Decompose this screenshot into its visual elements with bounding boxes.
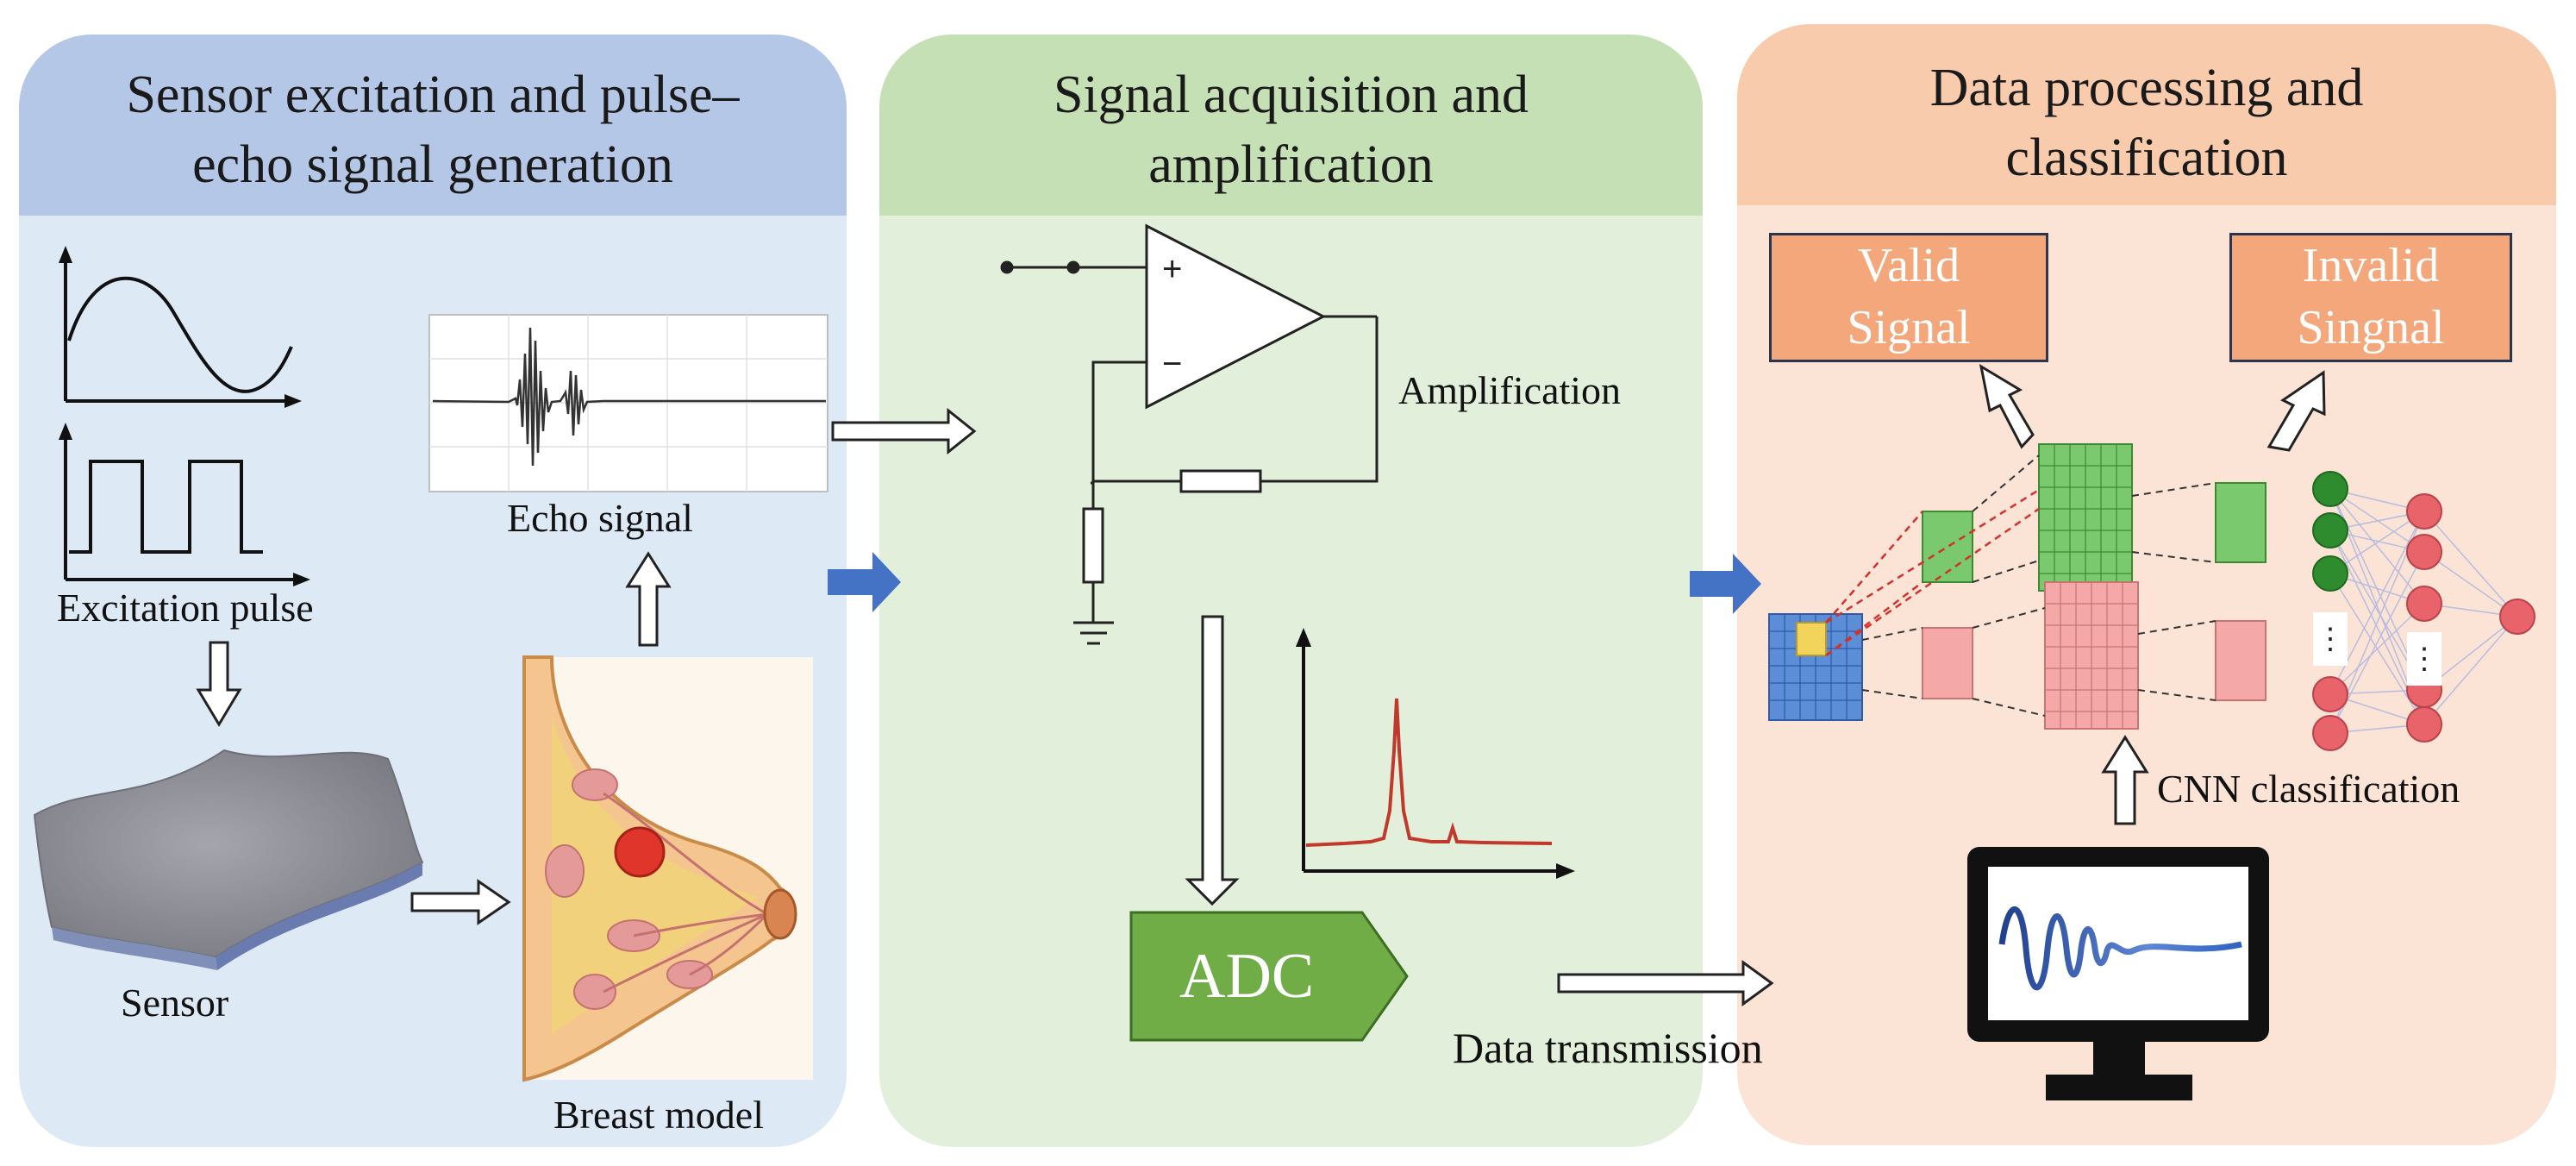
peak-signal-plot — [1296, 628, 1575, 879]
panel-processing-title-line2: classification — [2005, 128, 2288, 187]
opamp-plus-sign: + — [1162, 250, 1182, 288]
adc-label: ADC — [1179, 941, 1315, 1012]
echo-signal-plot — [428, 314, 828, 492]
panel-processing-title: Data processing and classification — [1746, 53, 2548, 192]
arrow-to-invalid — [2267, 370, 2326, 452]
arrow-sensor-to-breast — [410, 879, 511, 925]
nn-ellipsis-2: ⋮ — [2410, 643, 2439, 675]
panel-acquisition-title-line2: amplification — [1148, 135, 1434, 194]
arrow-echo-to-amp — [831, 407, 977, 455]
echo-signal-label: Echo signal — [507, 496, 693, 540]
opamp-circuit — [1000, 223, 1379, 645]
excitation-pulse-plot — [59, 423, 310, 586]
flow-arrow-1 — [828, 552, 901, 612]
flow-arrow-2 — [1690, 554, 1761, 614]
panel-acquisition-title: Signal acquisition and amplification — [888, 60, 1694, 199]
panel-acquisition-title-line1: Signal acquisition and — [1053, 66, 1529, 124]
panel-excitation-header — [19, 34, 847, 216]
invalid-signal-line1: Invalid — [2302, 239, 2440, 292]
arrow-breast-to-echo — [625, 551, 672, 647]
invalid-signal-box: Invalid Singnal — [2229, 233, 2512, 362]
monitor-icon — [1967, 847, 2269, 1100]
adc-block — [1129, 911, 1409, 1042]
valid-signal-line2: Signal — [1847, 300, 1971, 354]
arrow-down-to-sensor — [196, 641, 242, 727]
tumor-mark — [614, 826, 666, 878]
valid-signal-line1: Valid — [1857, 239, 1960, 292]
panel-excitation-title-line1: Sensor excitation and pulse– — [126, 66, 740, 124]
amplification-label: Amplification — [1398, 368, 1622, 412]
data-transmission-label: Data transmission — [1453, 1024, 1763, 1072]
arrow-to-valid — [1979, 363, 2035, 449]
cnn-diagram — [1768, 443, 2535, 751]
sine-wave-plot — [59, 246, 302, 408]
nn-ellipsis-1: ⋮ — [2316, 624, 2345, 655]
arrow-monitor-to-cnn — [2101, 735, 2149, 825]
sensor-image — [33, 749, 424, 970]
panel-excitation — [19, 34, 847, 1147]
breast-model-label: Breast model — [553, 1093, 764, 1137]
panel-processing-header — [1737, 24, 2556, 205]
sensor-label: Sensor — [121, 981, 229, 1025]
arrow-amp-to-adc — [1185, 615, 1240, 906]
invalid-signal-line2: Singnal — [2297, 300, 2445, 354]
panel-acquisition-header — [879, 34, 1703, 216]
arrow-data-transmission — [1557, 960, 1774, 1006]
valid-signal-box: Valid Signal — [1769, 233, 2048, 362]
opamp-minus-sign: − — [1162, 345, 1182, 383]
cnn-classification-label: CNN classification — [2157, 767, 2460, 811]
breast-model-image — [522, 655, 813, 1082]
panel-excitation-title: Sensor excitation and pulse– echo signal… — [28, 60, 838, 199]
panel-excitation-title-line2: echo signal generation — [192, 135, 673, 194]
excitation-pulse-label: Excitation pulse — [57, 586, 314, 630]
panel-processing-title-line1: Data processing and — [1929, 59, 2364, 117]
